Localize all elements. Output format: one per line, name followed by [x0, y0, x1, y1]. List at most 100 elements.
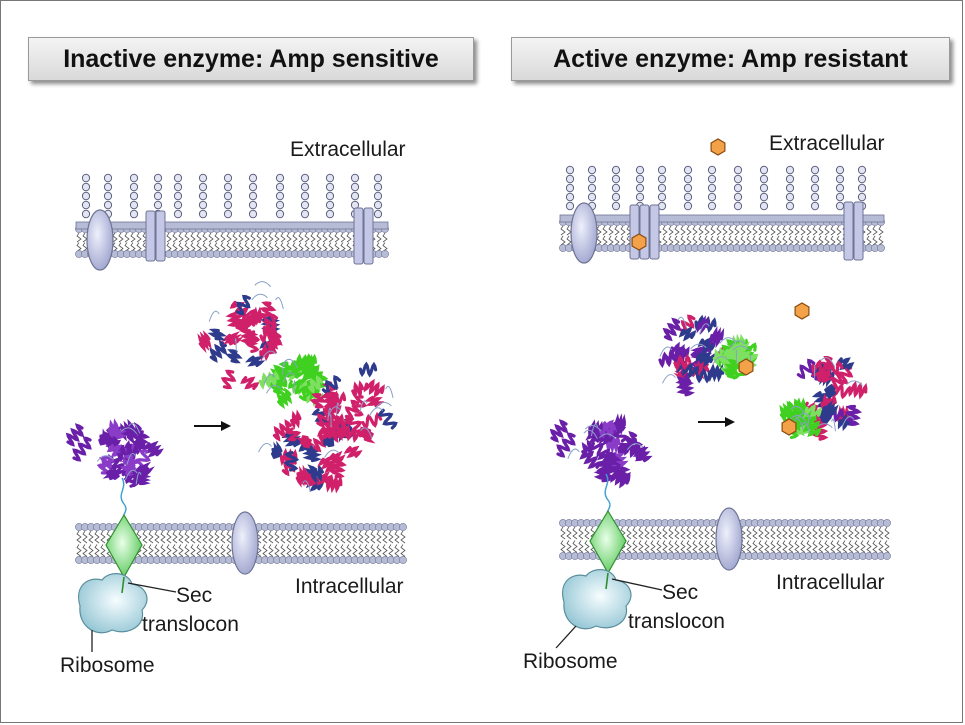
- loop: [385, 385, 394, 398]
- alpha-helix: [310, 464, 324, 484]
- lps-chain: [759, 165, 769, 211]
- alpha-helix: [131, 430, 151, 449]
- loop: [327, 406, 341, 417]
- lps-chain: [173, 173, 183, 219]
- alpha-helix: [363, 378, 385, 398]
- loop: [258, 442, 272, 453]
- antibiotic-molecules: [631, 138, 810, 436]
- alpha-helix: [322, 435, 335, 448]
- loop: [732, 345, 750, 351]
- alpha-helix: [207, 328, 228, 341]
- alpha-helix: [129, 471, 152, 486]
- alpha-helix: [662, 317, 682, 342]
- nascent-chain: [121, 576, 125, 594]
- membrane-protein-barrel: [231, 511, 259, 575]
- loop: [327, 407, 332, 421]
- loop: [368, 407, 384, 417]
- lps-chain: [81, 173, 91, 219]
- loop: [266, 384, 281, 394]
- loop: [690, 343, 707, 350]
- alpha-helix: [351, 395, 367, 417]
- alpha-helix: [581, 439, 594, 459]
- lps-chain: [835, 165, 845, 211]
- lps-chain: [275, 173, 285, 219]
- loop: [567, 448, 580, 459]
- lps-chain: [683, 165, 693, 211]
- protein-domain: [567, 413, 653, 489]
- alpha-helix: [302, 445, 322, 463]
- loop: [626, 443, 644, 451]
- lps-chain: [153, 173, 163, 219]
- lipid-tails: [560, 225, 884, 246]
- loop: [584, 425, 602, 432]
- lps-chain: [733, 165, 743, 211]
- alpha-helix: [107, 426, 127, 440]
- alpha-helix: [678, 326, 697, 342]
- lps-chain: [657, 165, 667, 211]
- loop: [719, 337, 736, 344]
- alpha-helix: [351, 380, 365, 400]
- loop: [820, 357, 835, 367]
- protein-domain: [96, 418, 164, 488]
- lps-chain: [325, 173, 335, 219]
- nascent-chain: [605, 572, 609, 590]
- alpha-helix: [119, 454, 140, 476]
- alpha-helix: [676, 359, 699, 379]
- alpha-helix: [220, 331, 244, 346]
- alpha-helix: [283, 451, 300, 472]
- alpha-helix: [292, 353, 315, 372]
- alpha-helix: [268, 331, 283, 350]
- alpha-helix: [364, 395, 385, 408]
- alpha-helix: [673, 353, 692, 371]
- alpha-helix: [607, 463, 631, 483]
- loop: [261, 350, 277, 360]
- alpha-helix: [297, 472, 321, 487]
- loop: [135, 471, 142, 485]
- loop: [790, 415, 807, 422]
- lps-chain: [707, 165, 717, 211]
- alpha-helix: [796, 358, 816, 380]
- alpha-helix: [848, 380, 868, 400]
- alpha-helix: [804, 403, 822, 420]
- alpha-helix: [295, 435, 317, 449]
- alpha-helix: [556, 432, 576, 458]
- ampicillin-icon: [631, 233, 647, 251]
- alpha-helix: [344, 399, 360, 420]
- title-active-enzyme: Active enzyme: Amp resistant: [511, 37, 950, 81]
- loop: [662, 374, 676, 384]
- alpha-helix: [99, 453, 115, 473]
- transmembrane-helix: [145, 210, 156, 262]
- alpha-helix: [240, 376, 260, 390]
- alpha-helix: [316, 426, 336, 441]
- loop: [283, 358, 298, 369]
- label-ribosome: Ribosome: [523, 650, 618, 673]
- alpha-helix: [262, 312, 279, 333]
- alpha-helix: [117, 444, 140, 463]
- loop: [360, 427, 373, 439]
- transmembrane-helix: [843, 201, 854, 261]
- alpha-helix: [259, 342, 272, 362]
- lps-chain: [810, 165, 820, 211]
- label-extracellular: Extracellular: [769, 132, 885, 155]
- outer-leaflet-band: [75, 221, 389, 230]
- alpha-helix: [209, 340, 228, 363]
- alpha-helix: [285, 364, 305, 379]
- loop: [263, 373, 276, 385]
- loop: [590, 423, 599, 437]
- loop: [275, 297, 284, 309]
- alpha-helix: [823, 384, 837, 399]
- lps-chain: [248, 173, 258, 219]
- label-translocon: translocon: [628, 610, 725, 633]
- translocation-machinery: [555, 473, 663, 649]
- enzyme-structures: [65, 281, 398, 494]
- alpha-helix: [307, 375, 323, 395]
- alpha-helix: [244, 355, 266, 367]
- ribosome-icon: [562, 569, 632, 630]
- protein-domain: [712, 333, 759, 380]
- alpha-helix: [346, 417, 367, 437]
- label-sec: Sec: [176, 584, 212, 607]
- leader-line-sec: [611, 578, 663, 591]
- porin-barrel: [570, 202, 598, 264]
- alpha-helix: [225, 349, 243, 364]
- alpha-helix: [319, 392, 342, 410]
